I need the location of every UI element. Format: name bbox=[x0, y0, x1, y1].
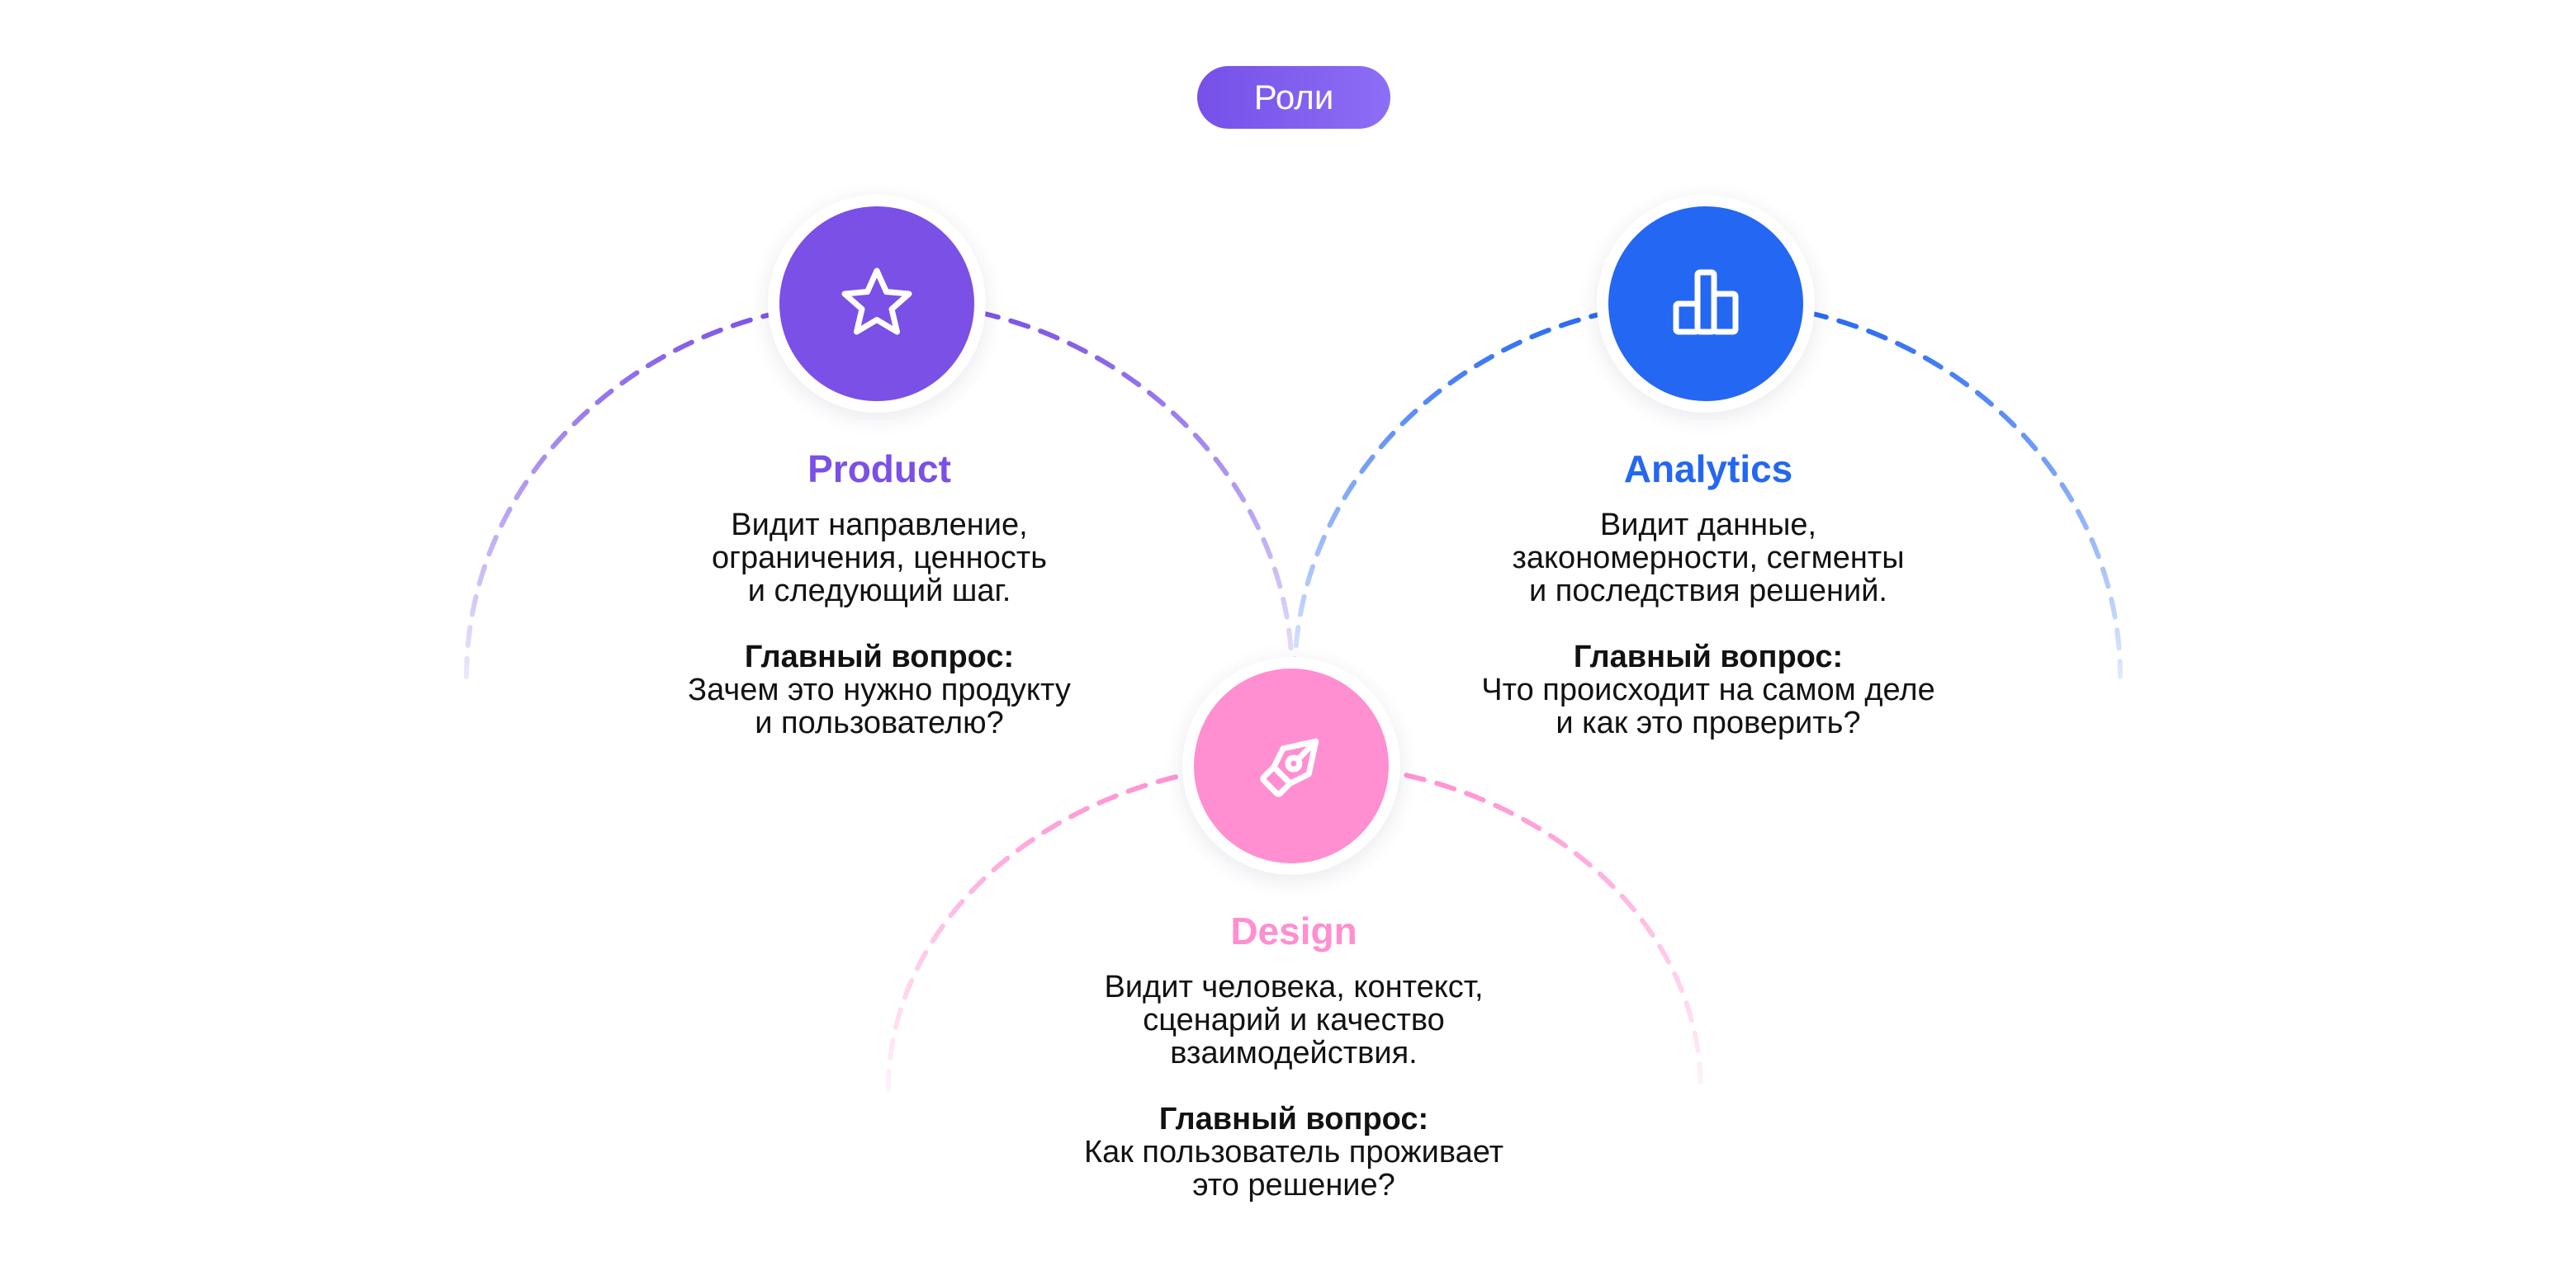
roles-badge: Роли bbox=[1197, 66, 1390, 129]
star-icon bbox=[841, 267, 912, 335]
design-block: Design Видит человека, контекст, сценари… bbox=[980, 905, 1608, 1202]
analytics-question: Что происходит на самом деле и как это п… bbox=[1395, 673, 2022, 740]
design-question-line: это решение? bbox=[1192, 1168, 1395, 1203]
design-question-label: Главный вопрос: bbox=[1158, 1102, 1429, 1137]
analytics-title: Analytics bbox=[1623, 447, 1793, 490]
product-question-label: Главный вопрос: bbox=[744, 640, 1015, 674]
design-title: Design bbox=[1230, 910, 1357, 952]
design-node bbox=[1182, 657, 1400, 875]
pen-nib-icon bbox=[1260, 738, 1319, 797]
analytics-question-line: Что происходит на самом деле bbox=[1481, 673, 1935, 707]
design-question: Как пользователь проживает это решение? bbox=[980, 1136, 1608, 1202]
design-description-line: Видит человека, контекст, bbox=[1104, 970, 1484, 1004]
product-block: Product Видит направление, ограничения, … bbox=[566, 442, 1193, 740]
product-description-line: и следующий шаг. bbox=[747, 574, 1011, 608]
bar-chart-icon bbox=[1673, 269, 1739, 335]
analytics-description-line: Видит данные, bbox=[1599, 508, 1817, 542]
analytics-arc bbox=[1292, 299, 2123, 679]
product-question-line: и пользователю? bbox=[755, 706, 1004, 740]
analytics-node bbox=[1597, 195, 1815, 413]
design-question-line: Как пользователь проживает bbox=[1083, 1135, 1504, 1170]
design-description-line: взаимодействия. bbox=[1170, 1036, 1418, 1070]
product-node bbox=[768, 195, 986, 413]
analytics-question-line: и как это проверить? bbox=[1556, 706, 1861, 740]
product-description-line: ограничения, ценность bbox=[711, 541, 1048, 575]
design-description-line: сценарий и качество bbox=[1143, 1003, 1445, 1037]
analytics-description: Видит данные, закономерности, сегменты и… bbox=[1395, 508, 2022, 607]
product-question: Зачем это нужно продукту и пользователю? bbox=[566, 673, 1193, 740]
analytics-description-line: закономерности, сегменты bbox=[1512, 541, 1905, 575]
design-description: Видит человека, контекст, сценарий и кач… bbox=[980, 971, 1608, 1070]
analytics-block: Analytics Видит данные, закономерности, … bbox=[1395, 442, 2022, 740]
product-description-line: Видит направление, bbox=[731, 508, 1028, 542]
analytics-description-line: и последствия решений. bbox=[1529, 574, 1887, 608]
product-question-line: Зачем это нужно продукту bbox=[688, 673, 1071, 707]
analytics-question-label: Главный вопрос: bbox=[1573, 640, 1844, 674]
product-arc bbox=[464, 299, 1295, 679]
product-title: Product bbox=[807, 447, 951, 490]
product-description: Видит направление, ограничения, ценность… bbox=[566, 508, 1193, 607]
